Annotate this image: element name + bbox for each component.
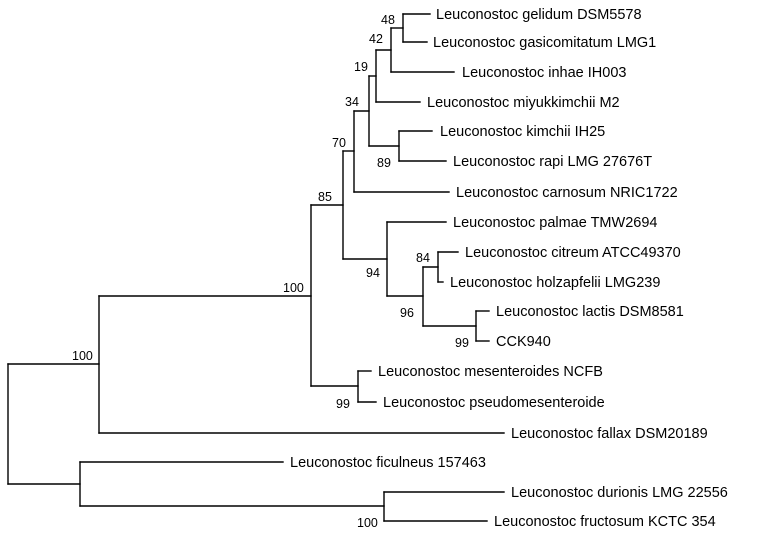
leaf-label: Leuconostoc carnosum NRIC1722 [456,185,678,201]
leaf-label: Leuconostoc mesenteroides NCFB [378,364,603,380]
leaf-label: Leuconostoc pseudomesenteroide [383,395,605,411]
bootstrap-label: 100 [283,281,304,295]
bootstrap-label: 94 [366,266,380,280]
leaf-label: Leuconostoc rapi LMG 27676T [453,154,652,170]
leaf-label: Leuconostoc palmae TMW2694 [453,215,657,231]
leaf-label: Leuconostoc inhae IH003 [462,65,626,81]
leaf-label: Leuconostoc fallax DSM20189 [511,426,708,442]
bootstrap-label: 99 [336,397,350,411]
leaf-label: Leuconostoc lactis DSM8581 [496,304,684,320]
leaf-label: Leuconostoc holzapfelii LMG239 [450,275,660,291]
leaf-label: Leuconostoc fructosum KCTC 354 [494,514,716,530]
bootstrap-label: 89 [377,156,391,170]
bootstrap-label: 48 [381,13,395,27]
bootstrap-label: 100 [72,349,93,363]
leaf-label: Leuconostoc kimchii IH25 [440,124,605,140]
bootstrap-label: 99 [455,336,469,350]
bootstrap-label: 84 [416,251,430,265]
leaf-label: Leuconostoc gelidum DSM5578 [436,7,642,23]
bootstrap-label: 100 [357,516,378,530]
bootstrap-label: 96 [400,306,414,320]
leaf-label: Leuconostoc durionis LMG 22556 [511,485,728,501]
bootstrap-label: 34 [345,95,359,109]
bootstrap-label: 85 [318,190,332,204]
bootstrap-label: 42 [369,32,383,46]
leaf-label: Leuconostoc gasicomitatum LMG1 [433,35,656,51]
leaf-label: Leuconostoc ficulneus 157463 [290,455,486,471]
leaf-label: Leuconostoc miyukkimchii M2 [427,95,620,111]
leaf-label: CCK940 [496,334,551,350]
leaf-label: Leuconostoc citreum ATCC49370 [465,245,681,261]
bootstrap-label: 70 [332,136,346,150]
bootstrap-label: 19 [354,60,368,74]
